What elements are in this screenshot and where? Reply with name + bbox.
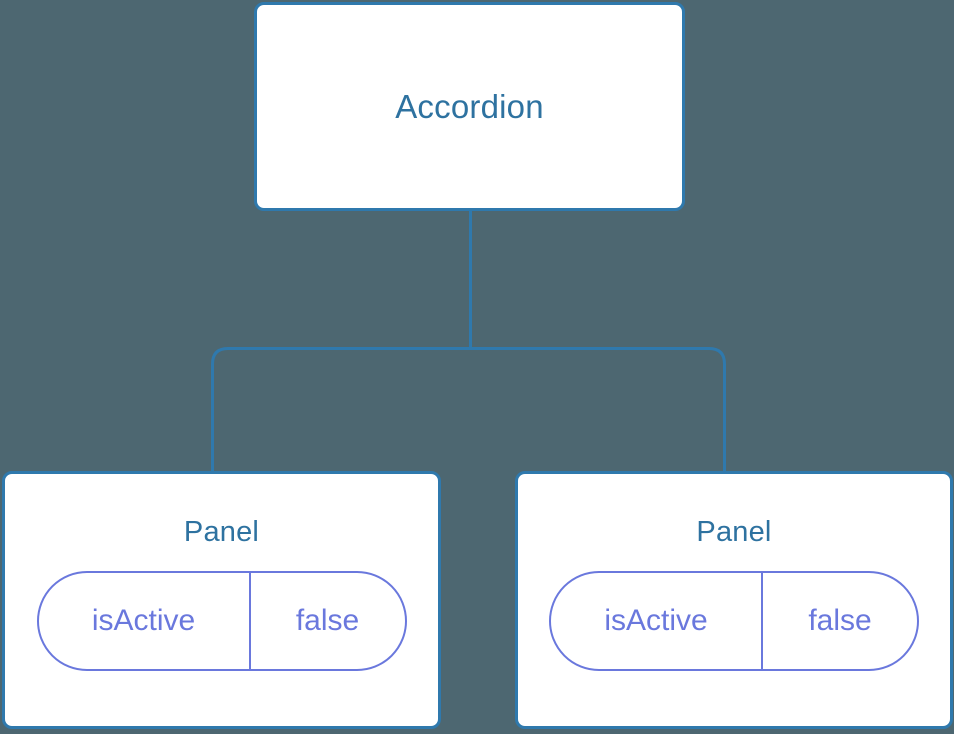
- connector-branch-right: [470, 347, 726, 474]
- node-accordion[interactable]: Accordion: [254, 2, 685, 211]
- prop-key-is-active-left: isActive: [39, 573, 251, 669]
- node-panel-left[interactable]: Panel isActive false: [2, 471, 441, 729]
- prop-pill-is-active-left[interactable]: isActive false: [36, 571, 407, 671]
- prop-value-is-active-right: false: [808, 604, 872, 637]
- node-panel-left-title: Panel: [183, 516, 260, 548]
- prop-pill-is-active-right[interactable]: isActive false: [549, 571, 919, 671]
- connector-branch-left: [211, 347, 471, 474]
- node-panel-right-title: Panel: [696, 516, 772, 548]
- prop-value-is-active-left: false: [295, 604, 360, 637]
- node-panel-right[interactable]: Panel isActive false: [515, 471, 953, 729]
- prop-key-is-active-right: isActive: [551, 573, 763, 669]
- node-accordion-title: Accordion: [395, 88, 544, 125]
